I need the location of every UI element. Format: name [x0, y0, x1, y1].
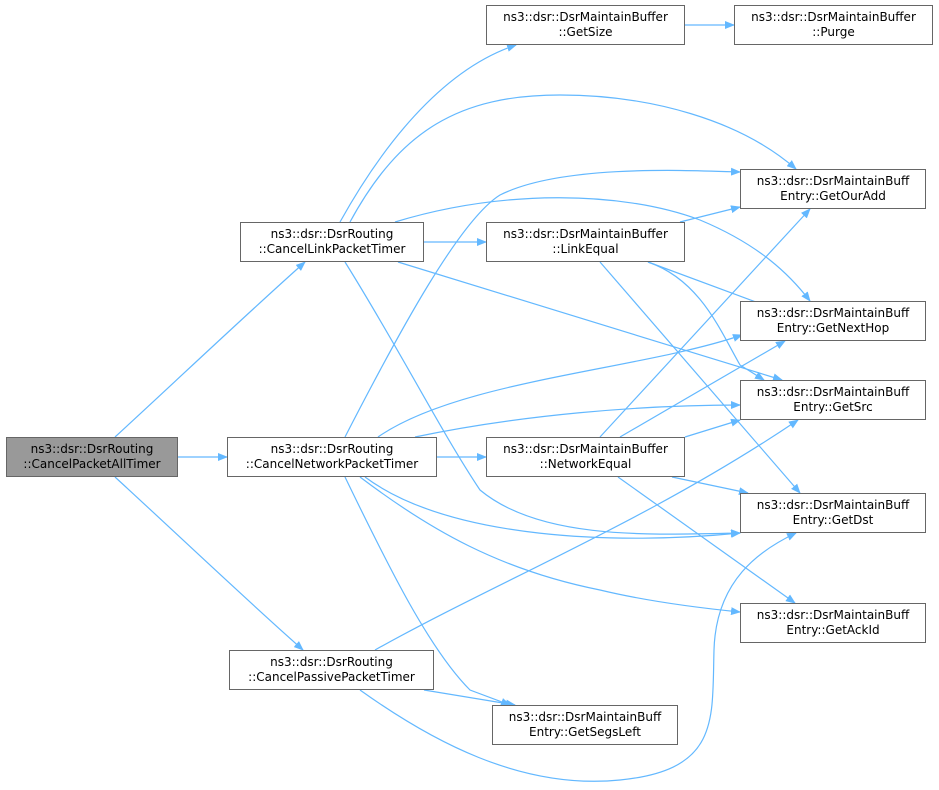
node-cancel-link-packet-timer[interactable]: ns3::dsr::DsrRouting ::CancelLinkPacketT…	[240, 222, 424, 262]
node-label-line2: ::Purge	[812, 25, 855, 39]
edge-buffer-link-equal-to-entry-get-src	[647, 261, 765, 381]
node-label-line1: ns3::dsr::DsrMaintainBuff	[756, 174, 910, 188]
node-label-line1: ns3::dsr::DsrMaintainBuff	[756, 498, 910, 512]
edge-buffer-link-equal-to-entry-get-our-add	[679, 205, 741, 223]
node-entry-get-ack-id[interactable]: ns3::dsr::DsrMaintainBuff Entry::GetAckI…	[740, 603, 926, 643]
edge-buffer-network-equal-to-entry-get-src	[684, 418, 741, 438]
edge-cancel-link-packet-timer-to-entry-get-dst	[344, 261, 741, 538]
node-label-line1: ns3::dsr::DsrMaintainBuff	[756, 306, 910, 320]
node-buffer-get-size[interactable]: ns3::dsr::DsrMaintainBuffer ::GetSize	[486, 5, 685, 45]
node-cancel-network-packet-timer[interactable]: ns3::dsr::DsrRouting ::CancelNetworkPack…	[227, 437, 437, 477]
edge-cancel-network-packet-timer-to-entry-get-dst	[364, 476, 741, 539]
node-label-line1: ns3::dsr::DsrRouting	[270, 442, 394, 456]
node-entry-get-src[interactable]: ns3::dsr::DsrMaintainBuff Entry::GetSrc	[740, 380, 926, 420]
node-entry-get-our-add[interactable]: ns3::dsr::DsrMaintainBuff Entry::GetOurA…	[740, 169, 926, 209]
edge-cancel-passive-packet-timer-to-entry-get-segs-left	[423, 689, 516, 708]
node-label-line1: ns3::dsr::DsrMaintainBuffer	[503, 227, 668, 241]
node-label-line1: ns3::dsr::DsrRouting	[270, 227, 394, 241]
edge-cancel-link-packet-timer-to-entry-get-our-add	[349, 94, 797, 223]
edge-buffer-network-equal-to-entry-get-ack-id	[617, 476, 796, 604]
edge-cancel-packet-all-timer-to-cancel-passive-packet-timer	[114, 476, 304, 651]
node-label-line1: ns3::dsr::DsrMaintainBuffer	[503, 442, 668, 456]
edge-cancel-link-packet-timer-to-entry-get-src	[397, 261, 783, 382]
node-cancel-packet-all-timer: ns3::dsr::DsrRouting ::CancelPacketAllTi…	[6, 437, 178, 477]
node-label-line2: ::GetSize	[558, 25, 613, 39]
node-buffer-link-equal[interactable]: ns3::dsr::DsrMaintainBuffer ::LinkEqual	[486, 222, 685, 262]
edge-cancel-passive-packet-timer-to-entry-get-src	[374, 419, 799, 651]
node-label-line2: Entry::GetSegsLeft	[529, 725, 641, 739]
edge-buffer-link-equal-to-entry-get-dst	[599, 261, 801, 494]
node-label-line2: Entry::GetSrc	[793, 400, 873, 414]
node-label-line1: ns3::dsr::DsrMaintainBuffer	[751, 10, 916, 24]
edge-cancel-packet-all-timer-to-cancel-link-packet-timer	[114, 261, 306, 438]
node-label-line2: ::CancelPacketAllTimer	[23, 457, 161, 471]
node-label-line1: ns3::dsr::DsrMaintainBuff	[508, 710, 662, 724]
edge-cancel-network-packet-timer-to-entry-get-our-add	[344, 167, 741, 438]
edge-cancel-network-packet-timer-to-entry-get-src	[414, 401, 741, 438]
node-label-line1: ns3::dsr::DsrMaintainBuffer	[503, 10, 668, 24]
edge-buffer-network-equal-to-entry-get-our-add	[599, 208, 811, 438]
edge-cancel-network-packet-timer-to-entry-get-next-hop	[377, 334, 743, 438]
edge-cancel-link-packet-timer-to-buffer-get-size	[339, 44, 517, 223]
node-label-line1: ns3::dsr::DsrMaintainBuff	[756, 385, 910, 399]
node-label-line2: ::CancelNetworkPacketTimer	[245, 457, 419, 471]
edge-cancel-network-packet-timer-to-entry-get-ack-id	[359, 476, 741, 616]
node-buffer-network-equal[interactable]: ns3::dsr::DsrMaintainBuffer ::NetworkEqu…	[486, 437, 685, 477]
node-label-line1: ns3::dsr::DsrRouting	[270, 655, 393, 669]
node-label-line2: ::CancelPassivePacketTimer	[248, 670, 415, 684]
edge-buffer-network-equal-to-entry-get-dst	[671, 476, 749, 496]
node-label-line2: Entry::GetAckId	[786, 623, 880, 637]
edge-buffer-link-equal-to-entry-get-next-hop	[647, 261, 773, 309]
node-label-line1: ns3::dsr::DsrMaintainBuff	[756, 608, 910, 622]
node-entry-get-segs-left[interactable]: ns3::dsr::DsrMaintainBuff Entry::GetSegs…	[492, 705, 678, 745]
node-cancel-passive-packet-timer[interactable]: ns3::dsr::DsrRouting ::CancelPassivePack…	[229, 650, 434, 690]
node-label-line1: ns3::dsr::DsrRouting	[30, 442, 154, 456]
node-label-line2: ::CancelLinkPacketTimer	[258, 242, 406, 256]
edge-cancel-link-packet-timer-to-entry-get-next-hop	[394, 197, 811, 302]
edge-cancel-passive-packet-timer-to-entry-get-dst	[359, 532, 797, 782]
node-label-line2: Entry::GetDst	[792, 513, 874, 527]
node-label-line2: Entry::GetNextHop	[776, 321, 890, 335]
node-label-line2: Entry::GetOurAdd	[780, 189, 886, 203]
node-entry-get-next-hop[interactable]: ns3::dsr::DsrMaintainBuff Entry::GetNext…	[740, 301, 926, 341]
node-entry-get-dst[interactable]: ns3::dsr::DsrMaintainBuff Entry::GetDst	[740, 493, 926, 533]
edge-buffer-network-equal-to-entry-get-next-hop	[619, 340, 786, 438]
node-label-line2: ::LinkEqual	[552, 242, 619, 256]
edge-cancel-network-packet-timer-to-entry-get-segs-left	[344, 476, 511, 706]
node-buffer-purge[interactable]: ns3::dsr::DsrMaintainBuffer ::Purge	[734, 5, 933, 45]
node-label-line2: ::NetworkEqual	[539, 457, 632, 471]
